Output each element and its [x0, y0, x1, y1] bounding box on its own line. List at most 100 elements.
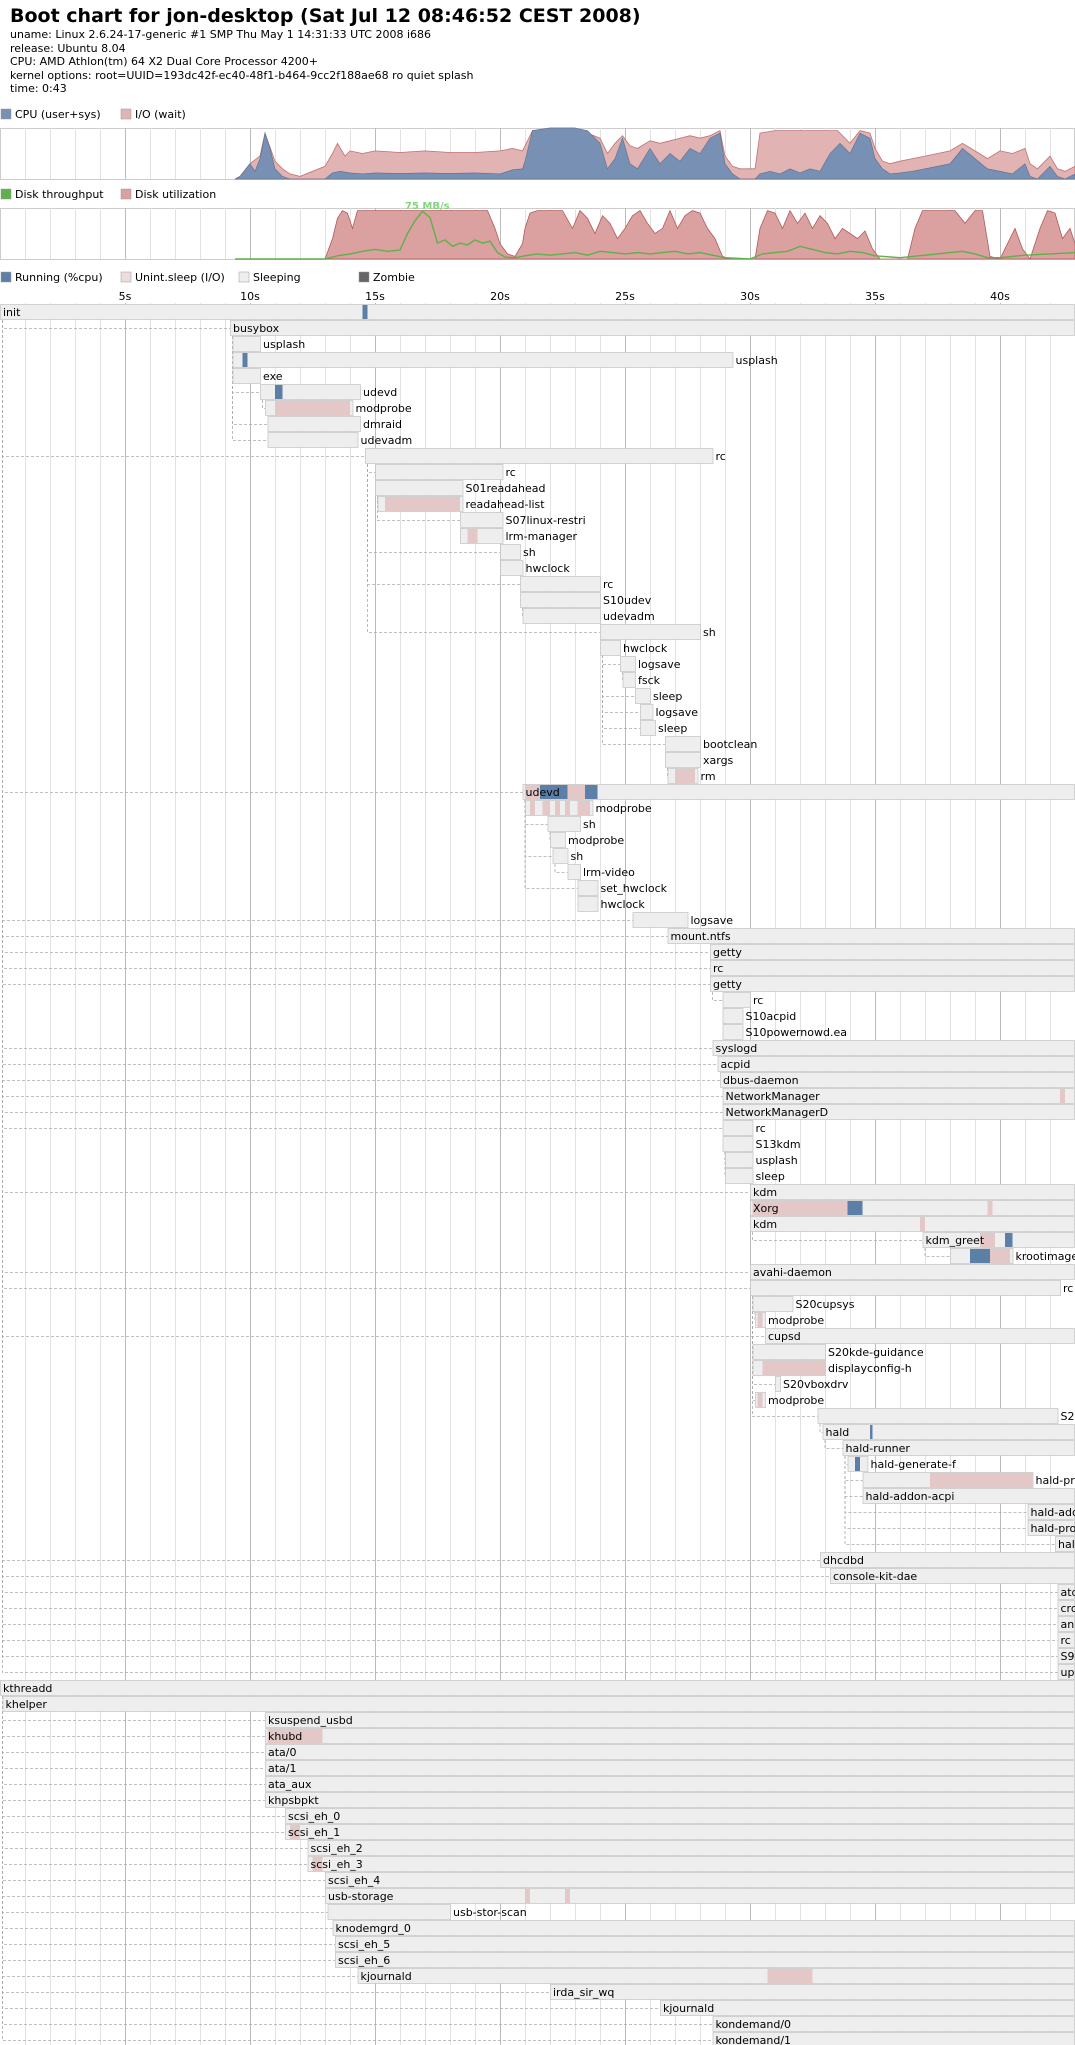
process-sleep-bar [500, 560, 524, 576]
process-bar: rm [667, 768, 716, 784]
process-bar: rc [365, 448, 726, 464]
process-label: getty [713, 978, 742, 991]
process-sleep-bar [327, 1904, 451, 1920]
process-bar: rc [375, 464, 516, 480]
disk-chart: 75 MB/s [0, 201, 1075, 260]
process-bar: exe [232, 368, 283, 384]
process-io-segment [385, 497, 460, 511]
process-label: fsck [638, 674, 661, 687]
process-label: syslogd [716, 1042, 758, 1055]
process-bar: sleep [635, 688, 682, 704]
process-sleep-bar [522, 608, 601, 624]
process-bar: logsave [620, 656, 681, 672]
process-connector [602, 640, 665, 745]
process-label: S99rc.local [1061, 1650, 1075, 1663]
process-label: scsi_eh_4 [328, 1874, 380, 1887]
boot-time-info: time: 0:43 [10, 82, 67, 96]
process-bar: knodemgrd_0 [332, 1920, 1075, 1936]
process-label: hald-generate-f [871, 1458, 958, 1471]
process-run-segment [362, 305, 368, 319]
process-io-segment [980, 1233, 995, 1247]
time-tick-label: 40s [990, 290, 1010, 303]
process-bar: udevadm [522, 608, 655, 624]
process-bar: scsi_eh_1 [285, 1824, 1075, 1840]
process-connector [232, 336, 268, 425]
process-bar: displayconfig-h [752, 1360, 912, 1376]
process-label: kdm_greet [926, 1234, 985, 1247]
chart-title: Boot chart for jon-desktop (Sat Jul 12 0… [10, 5, 641, 27]
process-connector [2, 320, 1058, 1609]
process-label: S24hal [1061, 1410, 1075, 1423]
process-sleep-bar [332, 1920, 1075, 1936]
process-sleep-bar [817, 1408, 1059, 1424]
process-sleep-bar [722, 1024, 744, 1040]
process-connector [819, 1424, 823, 1433]
process-sleep-bar [660, 2000, 1075, 2016]
process-bar: rc [520, 576, 613, 592]
process-label: rc [753, 994, 763, 1007]
process-label: S10acpid [746, 1010, 797, 1023]
process-sleep-bar [600, 640, 621, 656]
process-connector [2, 320, 1058, 1673]
process-label: scsi_eh_3 [311, 1858, 363, 1871]
release-info: release: Ubuntu 8.04 [10, 41, 126, 55]
process-bar: kdm_greet [922, 1232, 1075, 1248]
process-sleep-bar [577, 880, 599, 896]
legend-swatch [0, 108, 12, 120]
process-sleep-bar [285, 1808, 1075, 1824]
process-label: dmraid [363, 418, 402, 431]
process-bar: fsck [622, 672, 661, 688]
process-connector [2, 320, 718, 1065]
process-label: sh [703, 626, 716, 639]
process-connector [2, 1696, 713, 2025]
process-bar: kjournald [357, 1968, 1075, 1984]
process-label: hwclock [526, 562, 571, 575]
process-label: exe [263, 370, 283, 383]
process-bar: dhcdbd [820, 1552, 1075, 1568]
process-bar: S24hal [817, 1408, 1075, 1424]
process-label: bootclean [703, 738, 757, 751]
process-sleep-bar [500, 544, 521, 560]
process-sleep-bar [232, 352, 734, 368]
process-bar: getty [710, 944, 1075, 960]
process-bar: NetworkManager [722, 1088, 1075, 1104]
process-label: ata/0 [268, 1746, 297, 1759]
process-sleep-bar [577, 896, 599, 912]
process-sleep-bar [265, 1744, 1075, 1760]
process-sleep-bar [0, 304, 1075, 320]
process-bar: hald-addon-inpu [1027, 1504, 1075, 1520]
process-label: rc [716, 450, 726, 463]
process-sleep-bar [722, 1008, 744, 1024]
process-connector [712, 992, 723, 1001]
process-sleep-bar [725, 1168, 754, 1184]
process-label: rc [603, 578, 613, 591]
process-sleep-bar [722, 1136, 754, 1152]
process-run-segment [540, 785, 545, 799]
process-label: khubd [268, 1730, 302, 1743]
process-bar: S20vboxdrv [775, 1376, 849, 1392]
process-label: scsi_eh_1 [288, 1826, 340, 1839]
process-bar: hald-probe-vide [862, 1472, 1075, 1488]
process-bar: S13kdm [722, 1136, 801, 1152]
process-sleep-bar [550, 832, 566, 848]
process-label: kdm [753, 1186, 777, 1199]
process-sleep-bar [550, 1984, 1075, 2000]
process-label: S10powernowd.ea [746, 1026, 847, 1039]
process-label: ata/1 [268, 1762, 297, 1775]
process-io-segment [290, 1825, 300, 1839]
cpu-io-chart [0, 127, 1075, 180]
process-sleep-bar [460, 512, 504, 528]
process-label: rm [701, 770, 716, 783]
process-bar: krootimage [950, 1248, 1075, 1264]
process-label: S20vboxdrv [783, 1378, 849, 1391]
process-label: modprobe [768, 1394, 824, 1407]
time-tick-label: 25s [615, 290, 635, 303]
process-bar: scsi_eh_3 [307, 1856, 1075, 1872]
process-bar: dmraid [267, 416, 402, 432]
process-label: sleep [653, 690, 682, 703]
process-bar: sh [500, 544, 536, 560]
process-bar: set_hwclock [577, 880, 668, 896]
process-bar: usplash [725, 1152, 798, 1168]
process-bar: sh [600, 624, 716, 640]
process-label: hald-addon-stor [1058, 1538, 1075, 1551]
